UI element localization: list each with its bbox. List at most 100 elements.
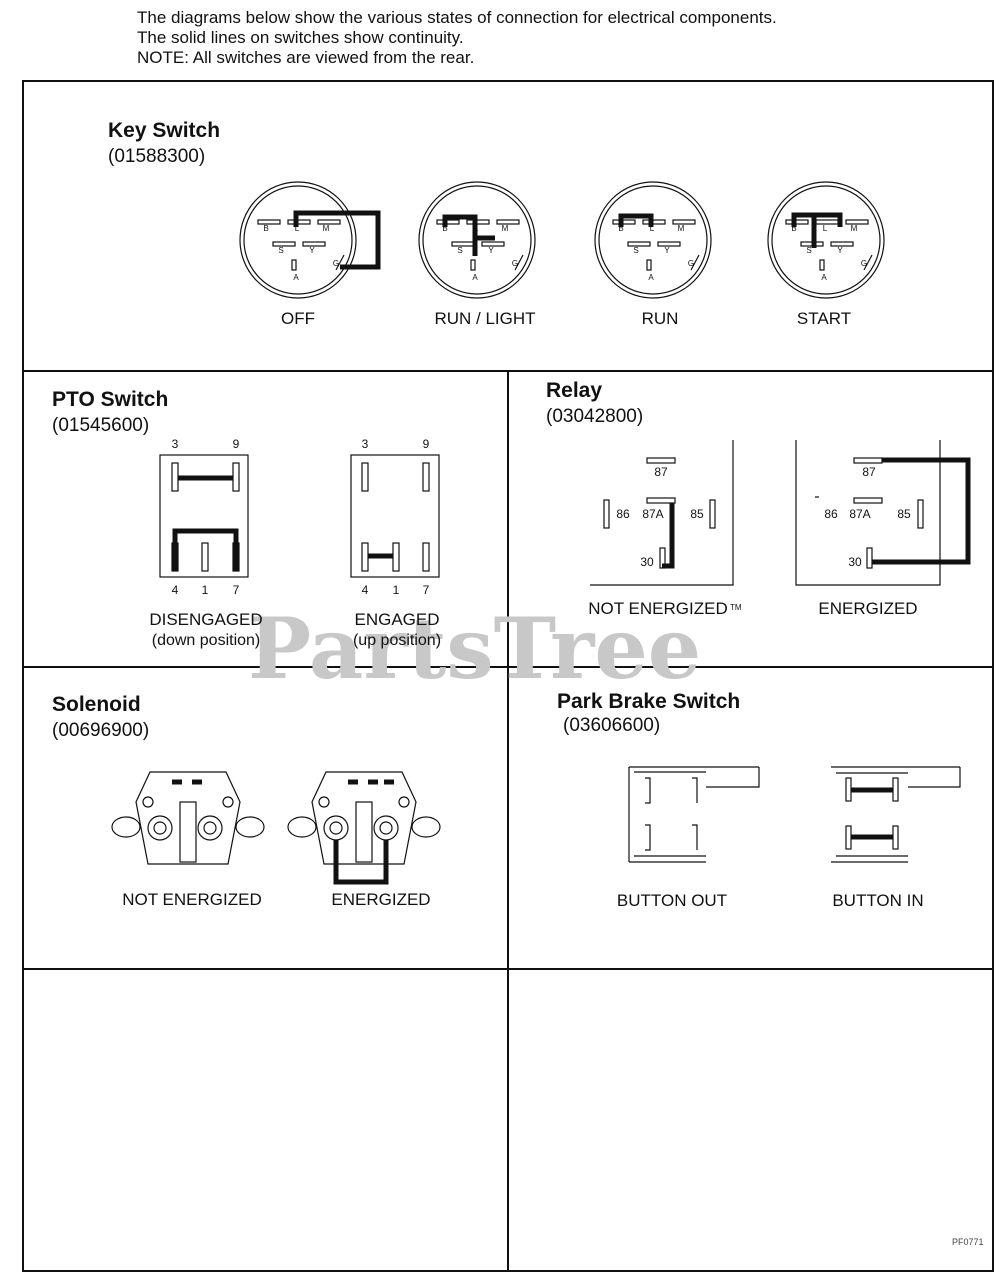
pto-state-engaged: ENGAGED: [354, 610, 439, 629]
key-switch-terminal: [819, 259, 825, 271]
key-switch-terminal: [436, 219, 460, 225]
key-switch-pin-label: A: [472, 273, 478, 282]
solenoid-core: [355, 801, 373, 863]
trademark-mark: TM: [730, 603, 742, 612]
key-switch-pin-label: Y: [488, 246, 494, 255]
key-switch-terminal: [481, 241, 505, 247]
panel-frame: [22, 80, 994, 1272]
pto-switch-body: [159, 454, 249, 578]
park-brake-state-button-in: BUTTON IN: [832, 891, 923, 910]
switch-contact: [645, 777, 651, 804]
solenoid-part-number: (00696900): [52, 720, 149, 741]
key-switch-pin-label: M: [851, 224, 858, 233]
relay-terminal: [646, 497, 676, 504]
continuity-line: [791, 212, 843, 227]
key-switch-terminal: [302, 241, 326, 247]
key-switch-terminal: [845, 219, 869, 225]
key-switch-terminal: [612, 219, 636, 225]
solenoid-section: Solenoid (00696900) NOT ENERGIZED ENERGI…: [52, 693, 441, 909]
key-switch-pin-label: A: [648, 273, 654, 282]
switch-contact: [845, 777, 852, 802]
park-brake-part-number: (03606600): [563, 715, 660, 736]
pto-pin-label: 9: [233, 437, 240, 451]
key-switch-state-off: OFF: [281, 309, 315, 328]
continuity-line: [618, 213, 654, 227]
key-switch-part-number: (01588300): [108, 146, 205, 167]
relay-terminal: [853, 457, 883, 464]
park-brake-title: Park Brake Switch: [557, 690, 740, 713]
key-switch-terminal: [272, 241, 296, 247]
key-switch-terminal: [451, 241, 475, 247]
intro-line-1: The diagrams below show the various stat…: [137, 8, 777, 27]
key-switch-terminal: [785, 219, 809, 225]
pto-pin-label: 3: [172, 437, 179, 451]
key-switch-pin-label: G: [688, 259, 694, 268]
solenoid-post: [373, 815, 399, 841]
key-switch-pin-label: S: [806, 246, 811, 255]
solenoid-post: [147, 815, 173, 841]
relay-terminal: [917, 499, 924, 529]
key-switch-pin-label: G: [512, 259, 518, 268]
key-switch-pin-label: L: [823, 224, 828, 233]
pto-pin-label: 1: [393, 583, 400, 597]
pto-terminal: [361, 462, 369, 492]
key-switch-pin-label: A: [293, 273, 299, 282]
key-switch-terminal: [690, 254, 700, 271]
key-switch-terminal: [642, 219, 666, 225]
switch-contact: [845, 825, 852, 850]
key-switch-terminal: [646, 259, 652, 271]
relay-pin-label: 87: [654, 465, 668, 479]
pto-state-engaged-sub: (up position): [353, 632, 441, 649]
relay-terminal: [853, 497, 883, 504]
pto-terminal: [392, 542, 400, 572]
key-switch-housing-inner: [243, 185, 353, 295]
key-switch-terminal: [657, 241, 681, 247]
solenoid-post-nut: [153, 821, 167, 835]
solenoid-energized-diagram: [287, 771, 441, 885]
park-brake-state-button-out: BUTTON OUT: [617, 891, 727, 910]
relay-body: [590, 440, 734, 586]
solenoid-post-nut: [203, 821, 217, 835]
solenoid-mount-ear: [111, 816, 141, 838]
switch-contact: [892, 777, 899, 802]
park-brake-button-in-diagram: [831, 766, 961, 863]
solenoid-small-terminal: [398, 796, 410, 808]
key-switch-housing-inner: [771, 185, 881, 295]
key-switch-terminal: [335, 254, 345, 271]
key-switch-terminal: [672, 219, 696, 225]
solenoid-small-terminal: [222, 796, 234, 808]
pto-pin-label: 4: [362, 583, 369, 597]
relay-pin-label: 87A: [642, 507, 663, 521]
relay-title: Relay: [546, 379, 602, 402]
switch-contact: [645, 824, 651, 851]
relay-section: Relay (03042800) 87 86 87A 85 30 NOT ENE…: [546, 379, 971, 618]
pto-terminal: [422, 542, 430, 572]
relay-terminal: [866, 547, 873, 569]
switch-contact: [892, 825, 899, 850]
solenoid-post-nut: [379, 821, 393, 835]
pto-terminal: [361, 542, 369, 572]
solenoid-mount-ear: [287, 816, 317, 838]
relay-state-not-energized: NOT ENERGIZED: [588, 599, 727, 618]
key-switch-pin-label: Y: [664, 246, 670, 255]
key-switch-terminal: [470, 259, 476, 271]
pto-pin-label: 9: [423, 437, 430, 451]
reference-code: PF0771: [952, 1237, 984, 1247]
pto-terminal: [422, 462, 430, 492]
key-switch-terminal: [627, 241, 651, 247]
relay-body: [795, 440, 941, 586]
continuity-line: [293, 210, 381, 270]
key-switch-terminal: [317, 219, 341, 225]
key-switch-state-run: RUN: [642, 309, 679, 328]
pto-terminal: [171, 462, 179, 492]
solenoid-mount-ear: [411, 816, 441, 838]
park-brake-section: Park Brake Switch (03606600) BUTTON OUT: [557, 690, 961, 910]
park-brake-button-out-diagram: [628, 766, 760, 863]
key-switch-pin-label: S: [457, 246, 462, 255]
pto-pin-label: 7: [233, 583, 240, 597]
key-switch-housing: [594, 181, 712, 299]
switch-contact: [692, 777, 698, 803]
relay-pin-label: 85: [897, 507, 911, 521]
pto-disengaged-diagram: 3 9 4 1 7: [159, 437, 249, 597]
